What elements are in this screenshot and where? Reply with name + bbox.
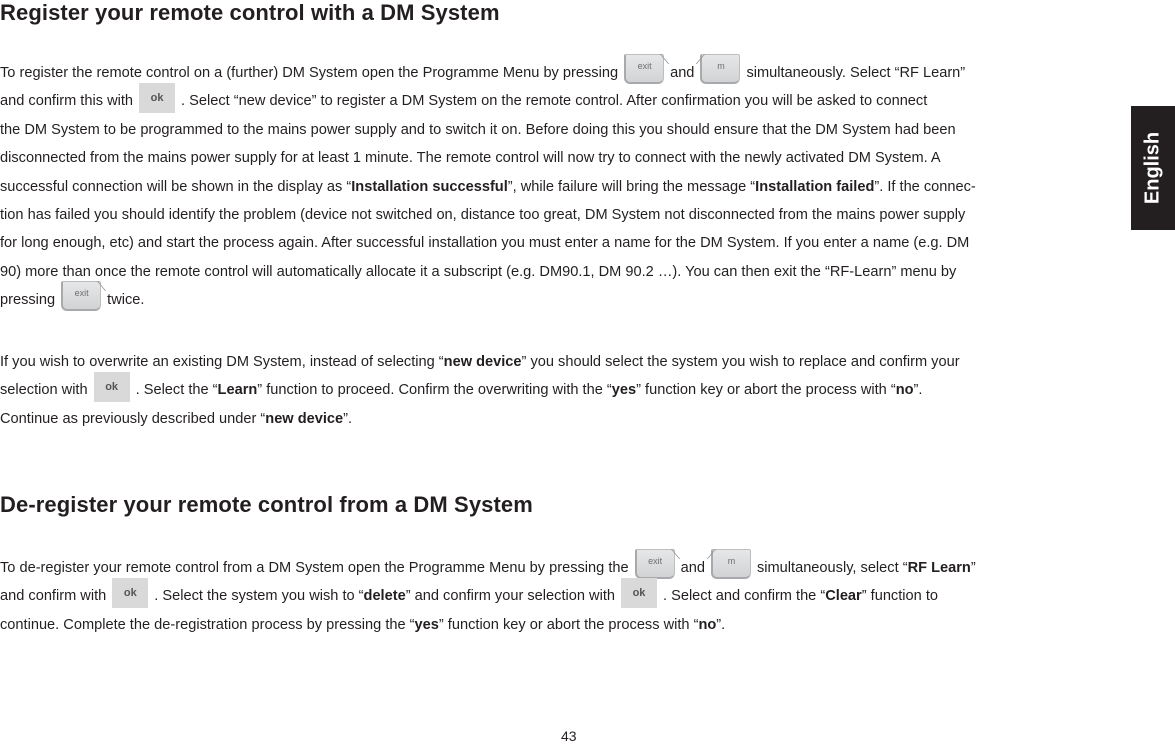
text-line: for long enough, etc) and start the proc… [0, 235, 970, 252]
status-installation-successful: Installation successful [351, 178, 508, 195]
text-line: To de-register your remote control from … [0, 549, 1110, 582]
m-key-icon: m [700, 54, 741, 85]
heading-deregister: De-register your remote control from a D… [0, 492, 533, 517]
deregister-paragraph: To de-register your remote control from … [0, 549, 1110, 639]
language-tab: English [1131, 106, 1175, 230]
overwrite-paragraph: If you wish to overwrite an existing DM … [0, 348, 1110, 433]
m-key-icon: m [710, 549, 751, 580]
exit-key-icon: exit [634, 549, 675, 580]
text-line: the DM System to be programmed to the ma… [0, 121, 956, 138]
register-paragraph: To register the remote control on a (fur… [0, 54, 1110, 315]
ok-key-icon: ok [93, 371, 130, 402]
text-line: If you wish to overwrite an existing DM … [0, 354, 960, 370]
text-line: continue. Complete the de-registration p… [0, 616, 726, 633]
language-tab-label: English [1141, 131, 1164, 205]
exit-key-icon: exit [624, 54, 665, 85]
heading-register: Register your remote control with a DM S… [0, 0, 500, 25]
text-line: disconnected from the mains power supply… [0, 150, 941, 167]
text-line: Continue as previously described under “… [0, 410, 353, 427]
status-installation-failed: Installation failed [755, 178, 875, 195]
exit-key-icon: exit [61, 281, 102, 312]
text-line: successful connection will be shown in t… [0, 178, 976, 195]
text-line: tion has failed you should identify the … [0, 206, 966, 223]
page-number: 43 [561, 728, 577, 744]
ok-key-icon: ok [112, 577, 149, 608]
ok-key-icon: ok [139, 82, 176, 113]
text-line: To register the remote control on a (fur… [0, 54, 1110, 87]
ok-key-icon: ok [620, 577, 657, 608]
text-line: 90) more than once the remote control wi… [0, 263, 957, 280]
